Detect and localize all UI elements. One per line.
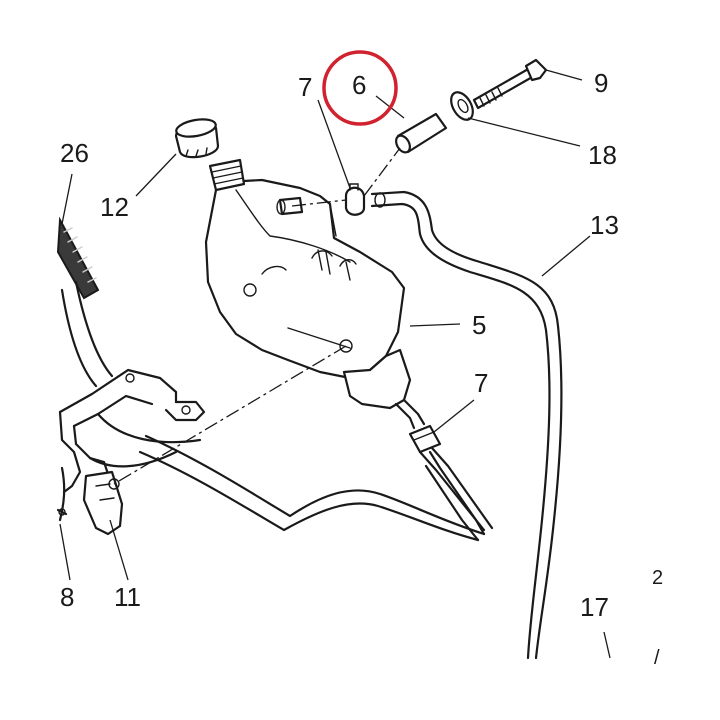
frame-bracket <box>58 280 206 522</box>
callout-5: 5 <box>472 310 486 340</box>
callout-11: 11 <box>114 582 141 612</box>
callout-6: 6 <box>352 70 366 100</box>
spacer-sleeve-6 <box>395 112 448 154</box>
lower-outlet-hose <box>394 398 494 532</box>
reservoir-outlet-spigot <box>276 196 304 216</box>
frame-tube <box>138 434 486 542</box>
hose-clamp-7-bottom <box>408 424 442 454</box>
highlight-circle-6 <box>322 50 398 126</box>
reservoir-filler-neck <box>208 158 246 192</box>
callout-9: 9 <box>594 68 608 98</box>
mounting-bracket-11 <box>56 470 124 536</box>
expansion-reservoir-5 <box>204 178 412 410</box>
callout-8: 8 <box>60 582 74 612</box>
callout-edge-b: / <box>654 647 660 669</box>
leader-lines <box>59 69 611 659</box>
grommet-washer-18 <box>450 91 474 121</box>
callout-edge-a: 2 <box>652 567 663 589</box>
filler-cap-12 <box>174 118 220 159</box>
callout-7-bottom: 7 <box>474 368 488 398</box>
callout-13: 13 <box>590 210 619 240</box>
callout-7-top: 7 <box>298 72 312 102</box>
bolt-9 <box>472 58 548 110</box>
callout-18: 18 <box>588 140 617 170</box>
hose-clamp-7-top <box>344 183 386 216</box>
callout-12: 12 <box>100 192 129 222</box>
assembly-axes <box>113 147 401 485</box>
corrugated-hose-26 <box>56 216 100 300</box>
breather-hose-13 <box>370 190 563 660</box>
callout-26: 26 <box>60 138 89 168</box>
callout-17: 17 <box>580 592 609 622</box>
